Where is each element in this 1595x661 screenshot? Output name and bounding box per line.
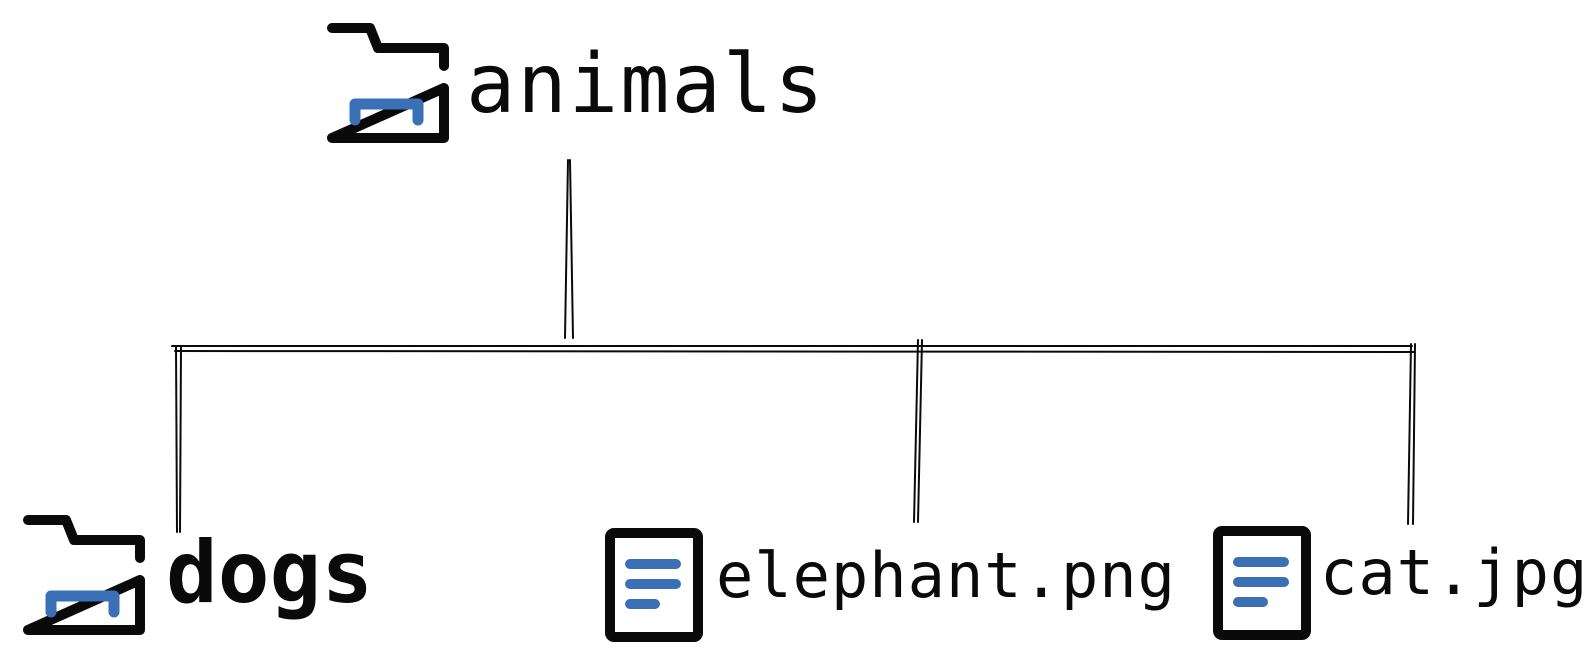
folder-icon [327,23,449,143]
elephant-file-label: elephant.png [716,539,1176,612]
dogs-folder-label: dogs [166,523,374,623]
root-folder-label: animals [466,37,826,132]
connector-drop-cat [1407,343,1416,525]
file-icon [1213,526,1311,640]
file-icon [605,528,703,642]
connector-root-stem [564,159,574,339]
connector-drop-elephant [913,339,923,523]
folder-icon [23,515,145,635]
connector-drop-dogs [175,345,182,533]
cat-file-label: cat.jpg [1320,536,1589,609]
connector-bus [171,345,1415,353]
